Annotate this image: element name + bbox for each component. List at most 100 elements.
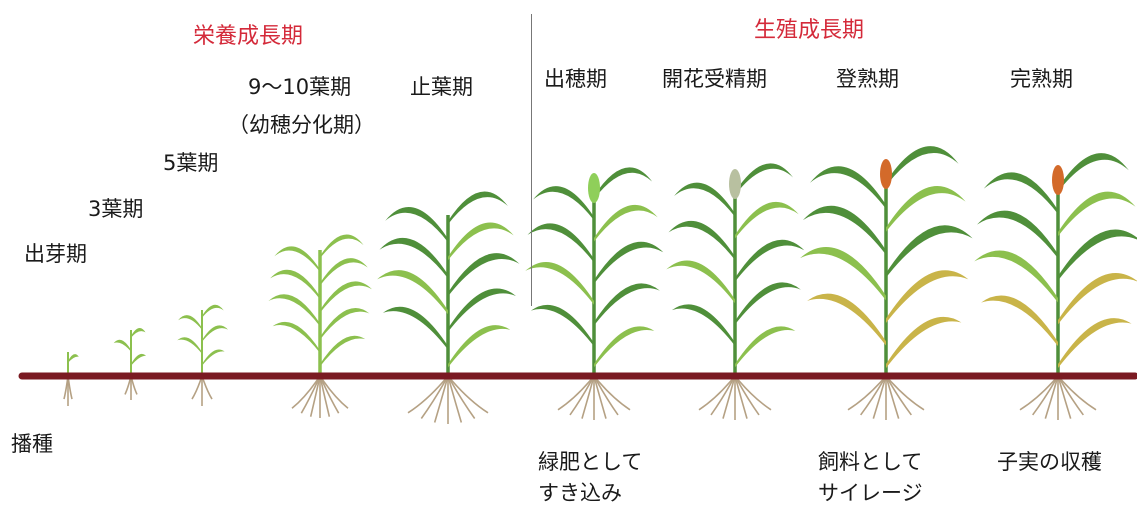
root [734, 375, 772, 411]
root [1057, 375, 1097, 411]
leaf [385, 207, 448, 243]
stage-label-emergence: 出芽期 [24, 242, 87, 266]
panicle [729, 169, 741, 199]
stage-label-anthesis: 開花受精期 [662, 67, 767, 91]
root [847, 375, 887, 411]
leaf [268, 294, 320, 327]
plant-full-maturity [974, 153, 1137, 420]
outcome-label-forage-1: 飼料として [818, 450, 923, 474]
root [1057, 375, 1084, 416]
leaf [530, 304, 594, 347]
leaf [379, 237, 448, 279]
leaf [594, 204, 658, 242]
outcome-label-grain-harvest: 子実の収穫 [997, 450, 1102, 474]
root [407, 375, 449, 414]
leaf [448, 253, 520, 297]
leaf [594, 241, 664, 284]
leaf [320, 234, 364, 259]
leaf [202, 349, 225, 366]
root [885, 375, 925, 411]
plant-heading [525, 167, 664, 420]
stage-label-heading: 出穂期 [544, 67, 607, 91]
root [593, 375, 631, 411]
panicle [588, 173, 600, 203]
leaf [270, 269, 320, 300]
root [447, 375, 463, 423]
leaf [448, 325, 511, 368]
leaf [674, 182, 735, 217]
leaf [377, 270, 448, 315]
root [433, 375, 449, 423]
leaf [533, 186, 594, 221]
plant-ripening [800, 146, 973, 420]
root [734, 375, 760, 416]
leaf [983, 172, 1058, 215]
root [872, 375, 887, 419]
leaf [594, 326, 655, 368]
root [569, 375, 595, 416]
root [447, 375, 476, 419]
leaf [448, 288, 516, 332]
stage-label-full-maturity: 完熟期 [1010, 67, 1073, 91]
leaf [202, 325, 228, 342]
leaf [807, 293, 886, 346]
leaf [131, 328, 146, 338]
leaf [886, 186, 966, 232]
seedling-five-leaf [177, 304, 228, 406]
leaf [1058, 191, 1136, 237]
plant-anthesis [666, 163, 805, 420]
stage-label-ripening: 登熟期 [836, 67, 899, 91]
stage-label-nine-ten-leaf: 9～10葉期 [248, 75, 352, 99]
root [581, 375, 595, 419]
plant-nine-ten-leaf [268, 234, 372, 418]
leaf [735, 201, 799, 239]
leaf [68, 354, 79, 363]
root [698, 375, 736, 411]
stage-label-three-leaf: 3葉期 [88, 197, 144, 221]
leaf [448, 191, 508, 225]
leaf [886, 146, 959, 186]
leaf [886, 225, 973, 278]
plant-flag-leaf [377, 191, 520, 424]
outcome-label-green-manure-2: すき込み [538, 481, 622, 505]
leaf [671, 304, 735, 346]
leaf [981, 295, 1058, 347]
leaf [594, 167, 653, 200]
panicle [880, 159, 892, 189]
root [319, 375, 340, 414]
root [860, 375, 887, 416]
leaf [202, 304, 224, 318]
root [447, 375, 489, 414]
stage-label-five-leaf: 5葉期 [163, 151, 219, 175]
leaf [974, 250, 1058, 303]
root [593, 375, 607, 419]
leaf [1058, 229, 1137, 281]
root [1044, 375, 1059, 419]
root [885, 375, 900, 419]
leaf [1058, 273, 1137, 325]
leaf [272, 321, 320, 354]
leaf [178, 315, 202, 330]
plant-illustrations [63, 146, 1137, 424]
leaf [735, 239, 805, 282]
root [1032, 375, 1059, 416]
leaf [320, 258, 368, 286]
root [300, 375, 321, 414]
leaf [274, 246, 320, 272]
leaf [886, 316, 962, 369]
phase-label-vegetative: 栄養成長期 [193, 24, 304, 49]
leaf [320, 335, 366, 367]
root [1057, 375, 1072, 419]
leaf [809, 166, 886, 209]
root [1019, 375, 1059, 411]
leaf [800, 246, 886, 301]
leaf [735, 326, 796, 368]
stage-label-panicle-differentiation: （幼穂分化期） [228, 113, 375, 137]
root [557, 375, 595, 411]
seedling-three-leaf [113, 328, 147, 400]
outcome-label-green-manure-1: 緑肥として [538, 450, 643, 474]
leaf [448, 222, 514, 261]
root [734, 375, 748, 419]
root [722, 375, 736, 419]
